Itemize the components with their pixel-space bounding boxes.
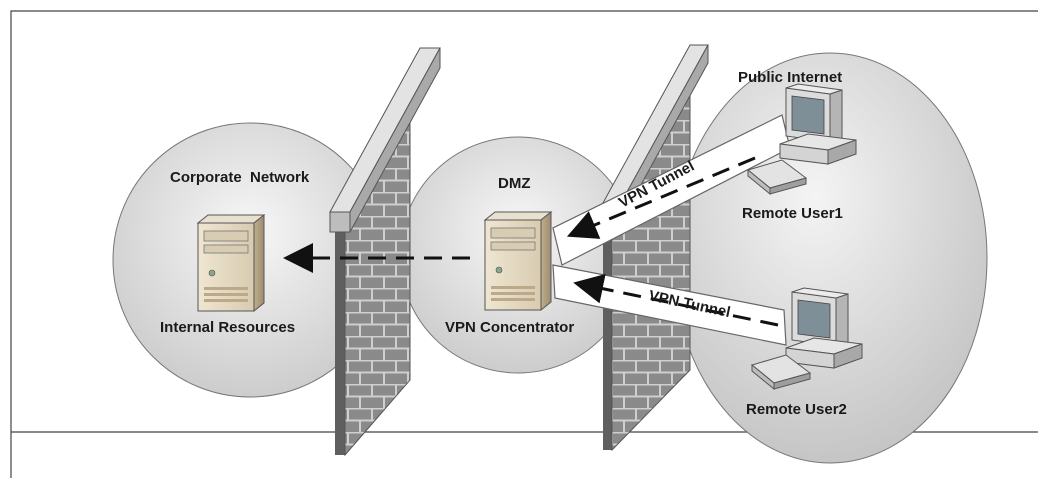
frame-border [10,10,1038,478]
server-icon [196,213,266,313]
public-internet-label: Public Internet [738,69,842,86]
remote-user2-label: Remote User2 [746,401,847,418]
vpn-tunnel-2 [552,264,787,346]
corporate-network-label: Corporate Network [170,169,310,186]
server-icon [483,210,553,312]
keyboard-icon [750,354,812,391]
tunnel-2-arrow-icon [573,273,779,327]
desktop-computer-icon [785,287,863,369]
desktop-computer-icon [779,83,857,165]
internal-resources-label: Internal Resources [160,319,295,336]
keyboard-icon [746,159,808,196]
tunnel-1-arrow-icon [566,156,756,239]
remote-user1-label: Remote User1 [742,205,843,222]
firewall-wall-icon [597,44,709,452]
dmz-label: DMZ [498,175,531,192]
firewall-wall-icon [329,47,441,457]
vpn-concentrator-label: VPN Concentrator [445,319,574,336]
